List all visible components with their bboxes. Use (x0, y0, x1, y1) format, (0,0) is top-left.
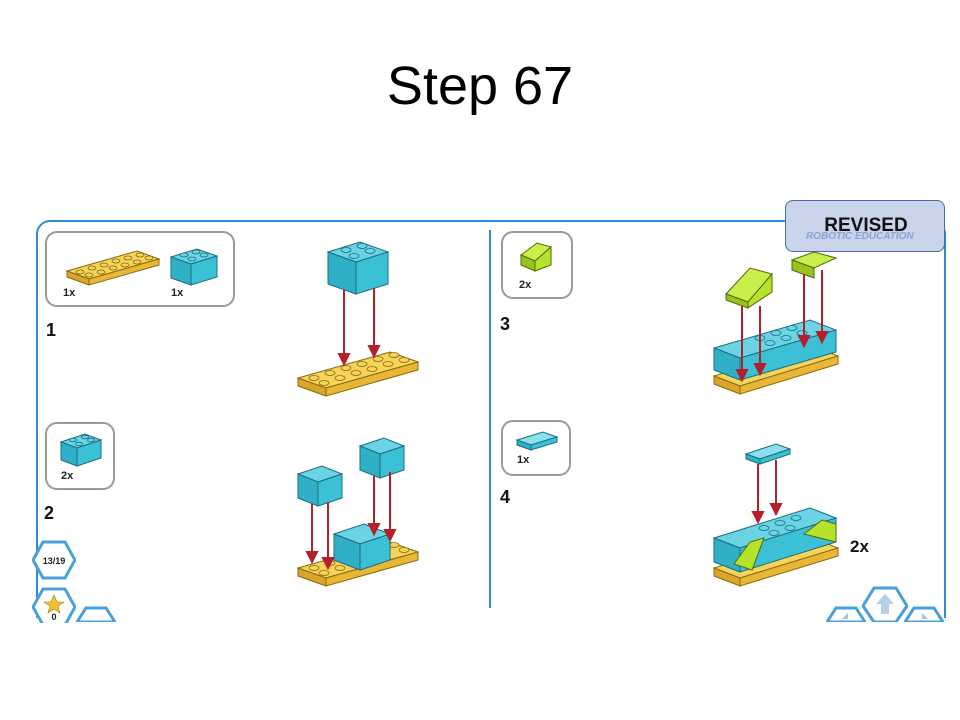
badge-ghost-text: ROBOTIC EDUCATION (806, 231, 914, 242)
step-1-parts-box: 1x 1x (45, 231, 235, 307)
part-qty: 1x (63, 287, 76, 299)
page-indicator[interactable]: 13/19 (32, 540, 76, 580)
step-3-parts-box: 2x (501, 231, 573, 299)
step-number: 3 (500, 314, 511, 334)
chevron-left-icon (842, 613, 848, 619)
step-number: 2 (44, 503, 55, 523)
step-4-parts-illustration (515, 431, 559, 451)
step-2-parts-illustration (59, 433, 103, 467)
step-2-parts-box: 2x (45, 422, 115, 490)
score-indicator[interactable]: 0 (32, 587, 76, 623)
page-indicator-text: 13/19 (43, 556, 66, 566)
step-4-multiplier: 2x (850, 537, 869, 556)
step-number: 1 (46, 320, 57, 340)
step-3-assembly-illustration (712, 251, 840, 395)
part-qty: 2x (61, 470, 74, 482)
prev-button[interactable] (826, 606, 866, 622)
star-icon (43, 594, 65, 614)
step-4-assembly-illustration (712, 443, 840, 587)
step-1-parts-illustration (65, 248, 219, 286)
part-qty: 1x (171, 287, 184, 299)
revised-badge: ROBOTIC EDUCATION REVISED (785, 200, 945, 252)
step-number: 4 (500, 487, 511, 507)
part-qty: 1x (517, 454, 530, 466)
slide-title: Step 67 (386, 56, 574, 116)
menu-hex-button[interactable] (76, 606, 116, 622)
home-button[interactable] (862, 586, 908, 622)
score-text: 0 (51, 612, 56, 622)
column-divider (489, 230, 491, 608)
instruction-frame (36, 220, 946, 618)
part-qty: 2x (519, 279, 532, 291)
step-4-parts-box: 1x (501, 420, 571, 476)
arrow-up-icon (876, 594, 894, 614)
step-3-parts-illustration (520, 242, 553, 272)
chevron-right-icon (922, 613, 928, 619)
revised-label: REVISED (824, 215, 908, 236)
step-1-assembly-illustration (296, 241, 420, 397)
next-button[interactable] (904, 606, 944, 622)
step-2-assembly-illustration (296, 437, 420, 587)
